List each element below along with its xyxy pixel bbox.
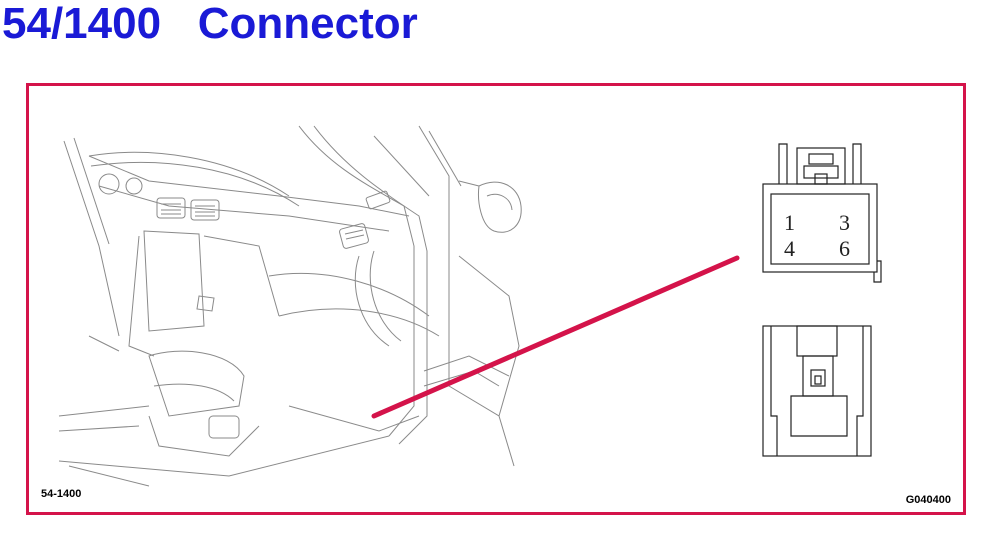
diagram-drawing: 1 3 4 6 (58, 125, 882, 487)
page-title: 54/1400 Connector (2, 0, 418, 48)
pin-4-label: 4 (784, 236, 795, 261)
figure-code-left: 54-1400 (41, 488, 82, 500)
connector-front-view: 1 3 4 6 (762, 143, 882, 283)
diagram-frame: 1 3 4 6 54-1400 G040400 (26, 83, 966, 515)
connector-side-view (762, 325, 872, 457)
figure-code-right: G040400 (905, 494, 951, 506)
pin-1-label: 1 (784, 210, 795, 235)
pin-3-label: 3 (839, 210, 850, 235)
pin-6-label: 6 (839, 236, 850, 261)
vehicle-interior-illustration (58, 125, 522, 487)
leader-line (371, 255, 740, 419)
